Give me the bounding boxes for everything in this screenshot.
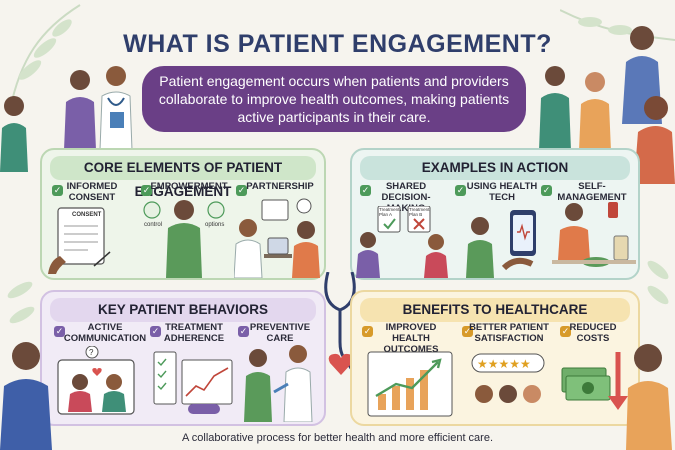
check-icon: ✓ <box>236 185 247 196</box>
empowerment-illustration <box>143 200 225 278</box>
communication-illustration: ? <box>57 346 135 415</box>
shared-decision-illustration <box>356 206 448 278</box>
woman-bottom-left <box>0 342 52 450</box>
check-icon: ✓ <box>541 185 552 196</box>
plan-b-label: Treatment Plan B <box>409 207 430 217</box>
core-item-empowerment: EMPOWERMENT <box>150 181 228 192</box>
health-outcomes-chart-illustration <box>367 351 453 417</box>
man-bottom-right <box>626 344 672 450</box>
examples-heading: EXAMPLES IN ACTION <box>360 156 630 180</box>
leaf-decoration-top-left <box>9 4 81 111</box>
check-icon: ✓ <box>560 326 571 337</box>
patient-group-illustration-right <box>539 66 611 151</box>
check-icon: ✓ <box>150 326 161 337</box>
benefit-item-reduced-costs: REDUCED COSTS <box>569 322 617 344</box>
reduced-costs-illustration <box>561 352 628 410</box>
check-icon: ✓ <box>54 326 65 337</box>
leaf-decoration-right <box>647 260 669 305</box>
intro-banner: Patient engagement occurs when patients … <box>142 66 526 132</box>
plan-a-label: Treatment Plan A <box>379 207 400 217</box>
preventive-care-illustration <box>244 345 313 422</box>
adherence-illustration <box>153 351 233 414</box>
check-icon: ✓ <box>238 326 249 337</box>
core-elements-heading: CORE ELEMENTS OF PATIENT ENGAGEMENT <box>50 156 316 199</box>
svg-text:?: ? <box>89 348 94 357</box>
health-tech-illustration <box>466 210 536 278</box>
svg-text:★★★★★: ★★★★★ <box>477 357 531 371</box>
behavior-item-active-communication: ACTIVE COMMUNICATION <box>63 322 147 344</box>
behavior-item-treatment-adherence: TREATMENT ADHERENCE <box>163 322 225 344</box>
check-icon: ✓ <box>362 326 373 337</box>
footer-tagline: A collaborative process for better healt… <box>181 432 494 444</box>
doctor-patient-illustration-left <box>64 66 133 150</box>
check-icon: ✓ <box>141 185 152 196</box>
check-icon: ✓ <box>462 326 473 337</box>
core-item-partnership: PARTNERSHIP <box>246 181 314 192</box>
options-label: options <box>205 222 225 228</box>
benefit-item-better-satisfaction: BETTER PATIENT SATISFACTION <box>469 322 549 344</box>
example-item-self-management: SELF-MANAGEMENT <box>557 181 627 203</box>
leaf-decoration-top-right <box>560 9 675 41</box>
core-item-informed-consent: INFORMED CONSENT <box>66 181 118 203</box>
satisfaction-stars-illustration: ★★★★★ <box>471 353 545 403</box>
page-title: WHAT IS PATIENT ENGAGEMENT? <box>123 30 552 58</box>
leaf-decoration-bottom-left <box>7 281 35 324</box>
behaviors-heading: KEY PATIENT BEHAVIORS <box>50 298 316 322</box>
person-top-left <box>0 96 28 172</box>
partnership-illustration <box>234 198 320 278</box>
example-item-health-tech: USING HEALTH TECH <box>466 181 538 203</box>
consent-form-illustration <box>48 207 111 274</box>
control-label: control <box>144 222 163 228</box>
benefits-heading: BENEFITS TO HEALTHCARE <box>360 298 630 322</box>
self-management-illustration <box>552 202 636 267</box>
behavior-item-preventive-care: PREVENTIVE CARE <box>249 322 311 344</box>
benefit-item-improved-outcomes: IMPROVED HEALTH OUTCOMES <box>383 322 439 355</box>
example-item-shared-decision: SHARED DECISION-MAKING <box>381 181 431 214</box>
check-icon: ✓ <box>455 185 466 196</box>
heart-icon <box>328 353 354 375</box>
couple-top-right <box>622 26 675 184</box>
consent-form-title: CONSENT <box>72 212 102 218</box>
check-icon: ✓ <box>52 185 63 196</box>
check-icon: ✓ <box>360 185 371 196</box>
